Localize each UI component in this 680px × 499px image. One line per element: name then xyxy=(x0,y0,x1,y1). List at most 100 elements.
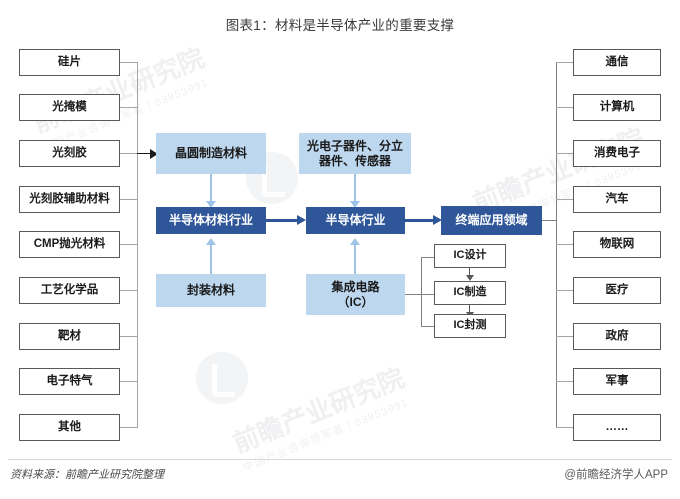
box-label: 半导体材料行业 xyxy=(168,213,253,228)
connector-right-stub xyxy=(556,62,573,64)
material-label: 光刻胶 xyxy=(52,146,87,159)
material-label: 靶材 xyxy=(58,329,81,342)
connector-right-stub xyxy=(556,427,573,429)
arrow-down-icon xyxy=(350,201,360,208)
connector-ic-bracket-branch xyxy=(421,257,434,259)
page-title: 图表1：材料是半导体产业的重要支撑 xyxy=(225,18,455,33)
application-box-other[interactable]: …… xyxy=(573,414,661,441)
application-box-military[interactable]: 军事 xyxy=(573,368,661,395)
connector-left-stub xyxy=(120,336,137,338)
material-label: 光刻胶辅助材料 xyxy=(29,192,110,205)
connector-opto-to-semiconductor xyxy=(354,174,356,204)
watermark-logo-icon xyxy=(196,352,248,404)
connector-right-stub xyxy=(556,107,573,109)
application-box-iot[interactable]: 物联网 xyxy=(573,231,661,258)
material-label: CMP抛光材料 xyxy=(33,237,106,250)
material-box-silicon-wafer[interactable]: 硅片 xyxy=(19,49,120,76)
box-semiconductor-industry[interactable]: 半导体行业 xyxy=(306,207,405,234)
material-label: 工艺化学品 xyxy=(40,283,99,296)
box-optoelectronic-devices[interactable]: 光电子器件、分立 器件、传感器 xyxy=(299,133,411,174)
application-label: 政府 xyxy=(605,329,629,342)
source-note: 资料来源：前瞻产业研究院整理 xyxy=(10,469,164,481)
application-label: 医疗 xyxy=(605,283,629,296)
arrow-right-icon xyxy=(433,215,442,225)
box-label: IC制造 xyxy=(453,286,487,299)
box-wafer-manufacturing-materials[interactable]: 晶圆制造材料 xyxy=(156,133,266,174)
connector-left-stub xyxy=(120,62,137,64)
box-label-line1: 光电子器件、分立 xyxy=(306,139,403,154)
box-label-line2: （IC） xyxy=(337,294,374,309)
connector-ic-to-semiconductor xyxy=(354,244,356,274)
box-label: 终端应用领域 xyxy=(455,213,528,228)
application-label: 物联网 xyxy=(599,237,635,250)
connector-materials-to-semiconductor xyxy=(266,219,303,222)
application-label: …… xyxy=(605,420,629,433)
arrow-up-icon xyxy=(206,238,216,245)
application-box-government[interactable]: 政府 xyxy=(573,323,661,350)
material-box-process-chemicals[interactable]: 工艺化学品 xyxy=(19,277,120,304)
connector-right-stub xyxy=(556,199,573,201)
connector-wafer-to-materials-industry xyxy=(210,174,212,204)
arrow-right-icon xyxy=(150,149,158,159)
box-label-line2: 器件、传感器 xyxy=(318,153,391,168)
application-box-consumer-electronics[interactable]: 消费电子 xyxy=(573,140,661,167)
connector-left-stub xyxy=(120,290,137,292)
material-box-photoresist-auxiliary[interactable]: 光刻胶辅助材料 xyxy=(19,186,120,213)
connector-right-stub xyxy=(556,381,573,383)
connector-packaging-to-materials-industry xyxy=(210,244,212,274)
box-ic-packaging-testing[interactable]: IC封测 xyxy=(434,314,506,338)
box-label: 晶圆制造材料 xyxy=(174,146,247,161)
connector-left-stub xyxy=(120,381,137,383)
application-label: 军事 xyxy=(605,374,629,387)
material-box-photoresist[interactable]: 光刻胶 xyxy=(19,140,120,167)
application-box-computer[interactable]: 计算机 xyxy=(573,94,661,121)
connector-left-stub xyxy=(120,199,137,201)
connector-left-stub xyxy=(120,244,137,246)
box-semiconductor-materials-industry[interactable]: 半导体材料行业 xyxy=(156,207,266,234)
material-label: 其他 xyxy=(58,420,81,433)
box-label-line1: 集成电路 xyxy=(331,280,380,295)
material-box-photomask[interactable]: 光掩模 xyxy=(19,94,120,121)
material-label: 硅片 xyxy=(58,55,81,68)
connector-ic-bracket-spine xyxy=(421,257,423,327)
watermark-sub: 中国产业咨询领军者 | 83953991 xyxy=(241,396,411,475)
application-label: 通信 xyxy=(605,55,629,68)
box-packaging-materials[interactable]: 封装材料 xyxy=(156,274,266,307)
connector-right-stub xyxy=(556,244,573,246)
material-label: 光掩模 xyxy=(52,100,87,113)
box-label: IC封测 xyxy=(453,319,487,332)
application-box-automotive[interactable]: 汽车 xyxy=(573,186,661,213)
connector-left-stub xyxy=(120,107,137,109)
connector-terminal-stem xyxy=(542,220,557,222)
footer-divider xyxy=(8,459,672,460)
arrow-down-icon xyxy=(466,275,474,281)
material-label: 电子特气 xyxy=(46,374,93,387)
connector-right-stub xyxy=(556,290,573,292)
box-label: IC设计 xyxy=(453,249,487,262)
connector-left-to-wafer xyxy=(137,153,157,154)
connector-ic-bracket-branch xyxy=(421,294,434,296)
box-integrated-circuit[interactable]: 集成电路 （IC） xyxy=(306,274,405,315)
box-label: 封装材料 xyxy=(186,283,235,298)
application-label: 计算机 xyxy=(599,100,635,113)
connector-ic-bracket-branch xyxy=(421,326,434,328)
brand-credit: @前瞻经济学人APP xyxy=(564,469,668,481)
material-box-electronic-gas[interactable]: 电子特气 xyxy=(19,368,120,395)
connector-ic-manufacturing-to-packaging xyxy=(469,305,471,313)
connector-left-stub xyxy=(120,153,137,155)
connector-ic-bracket-stem xyxy=(405,294,422,296)
application-box-medical[interactable]: 医疗 xyxy=(573,277,661,304)
box-ic-manufacturing[interactable]: IC制造 xyxy=(434,281,506,305)
box-terminal-applications[interactable]: 终端应用领域 xyxy=(441,206,542,235)
material-box-cmp-polishing[interactable]: CMP抛光材料 xyxy=(19,231,120,258)
arrow-up-icon xyxy=(350,238,360,245)
box-label: 半导体行业 xyxy=(325,213,386,228)
arrow-down-icon xyxy=(206,201,216,208)
connector-ic-design-to-manufacturing xyxy=(469,268,471,276)
box-ic-design[interactable]: IC设计 xyxy=(434,244,506,268)
material-box-other[interactable]: 其他 xyxy=(19,414,120,441)
connector-left-bus xyxy=(137,62,139,428)
application-box-communication[interactable]: 通信 xyxy=(573,49,661,76)
watermark: 前瞻产业研究院 中国产业咨询领军者 | 83953991 xyxy=(227,358,416,475)
material-box-target-material[interactable]: 靶材 xyxy=(19,323,120,350)
